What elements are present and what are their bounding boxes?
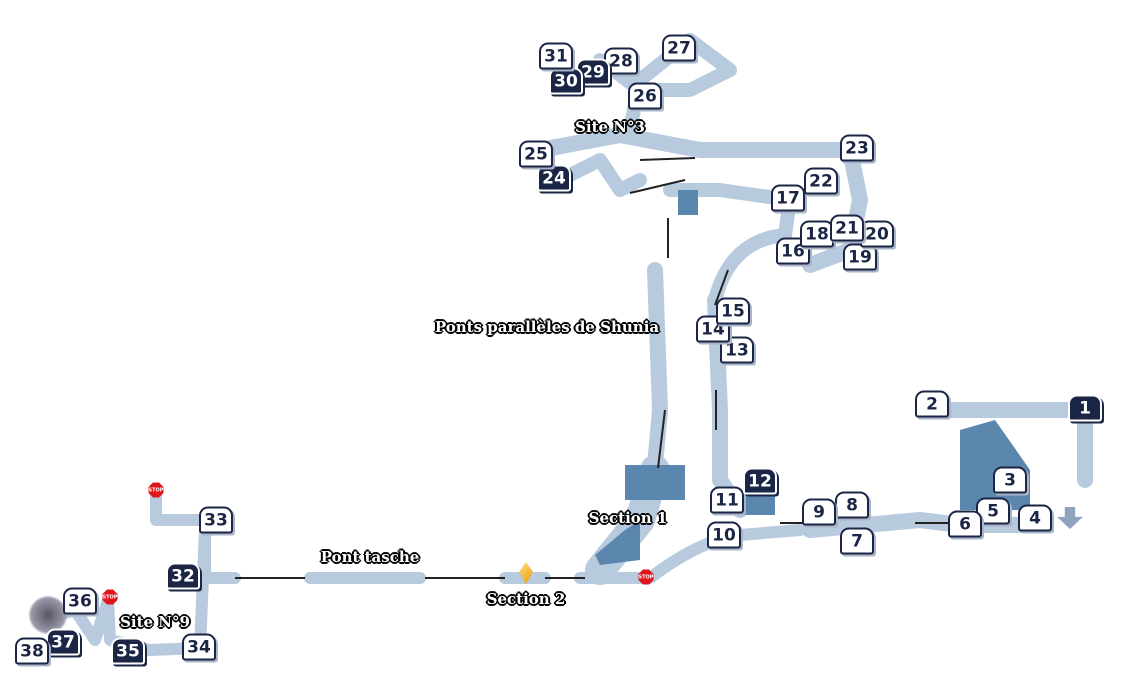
treasure-chest-icon: 24 <box>537 164 571 192</box>
treasure-chest-icon: 22 <box>804 167 838 195</box>
treasure-chest-icon: 6 <box>948 510 982 538</box>
treasure-chest-icon: 4 <box>1018 504 1052 532</box>
area-label-section1: Section 1 <box>588 509 668 527</box>
treasure-chest-icon: 18 <box>800 220 834 248</box>
area-label-ponts: Ponts parallèles de Shunia <box>434 318 660 336</box>
treasure-chest-icon: 17 <box>771 184 805 212</box>
treasure-chest-icon: 23 <box>840 134 874 162</box>
connection-arrows <box>235 157 950 579</box>
treasure-chest-icon: 3 <box>993 466 1027 494</box>
treasure-chest-icon: 30 <box>549 67 583 95</box>
area-label-site3: Site N°3 <box>575 118 645 136</box>
treasure-chest-icon: 34 <box>182 633 216 661</box>
treasure-chest-icon: 33 <box>199 506 233 534</box>
treasure-chest-icon: 10 <box>707 521 741 549</box>
treasure-chest-icon: 21 <box>830 214 864 242</box>
path-curve <box>663 183 797 307</box>
treasure-chest-icon: 27 <box>662 34 696 62</box>
area-label-site9: Site N°9 <box>120 613 190 631</box>
treasure-chest-icon: 1 <box>1068 394 1102 422</box>
stop-sign-icon: STOP <box>638 569 654 585</box>
treasure-chest-icon: 8 <box>835 491 869 519</box>
treasure-chest-icon: 26 <box>628 82 662 110</box>
treasure-chest-icon: 37 <box>46 628 80 656</box>
area-label-pont-tasche: Pont tasche <box>320 548 420 566</box>
treasure-chest-icon: 20 <box>860 220 894 248</box>
treasure-chest-icon: 32 <box>166 562 200 590</box>
path-ponts <box>647 262 668 473</box>
stop-sign-icon: STOP <box>148 482 164 498</box>
treasure-chest-icon: 16 <box>776 237 810 265</box>
path-section2 <box>499 524 806 584</box>
treasure-chest-icon: 2 <box>915 390 949 418</box>
treasure-chest-icon: 19 <box>843 243 877 271</box>
boss-monster-icon <box>28 595 68 635</box>
treasure-chest-icon: 11 <box>710 486 744 514</box>
treasure-chest-icon: 35 <box>111 637 145 665</box>
path-24 <box>553 153 647 197</box>
treasure-chest-icon: 9 <box>802 498 836 526</box>
stop-sign-icon: STOP <box>102 589 118 605</box>
treasure-chest-icon: 15 <box>716 297 750 325</box>
treasure-chest-icon: 7 <box>840 527 874 555</box>
area-label-section2: Section 2 <box>486 590 566 608</box>
treasure-chest-icon: 36 <box>63 587 97 615</box>
treasure-chest-icon: 12 <box>743 467 777 495</box>
treasure-chest-icon: 31 <box>539 42 573 70</box>
treasure-chest-icon: 25 <box>519 140 553 168</box>
path-33 <box>150 489 222 526</box>
treasure-chest-icon: 38 <box>15 637 49 665</box>
